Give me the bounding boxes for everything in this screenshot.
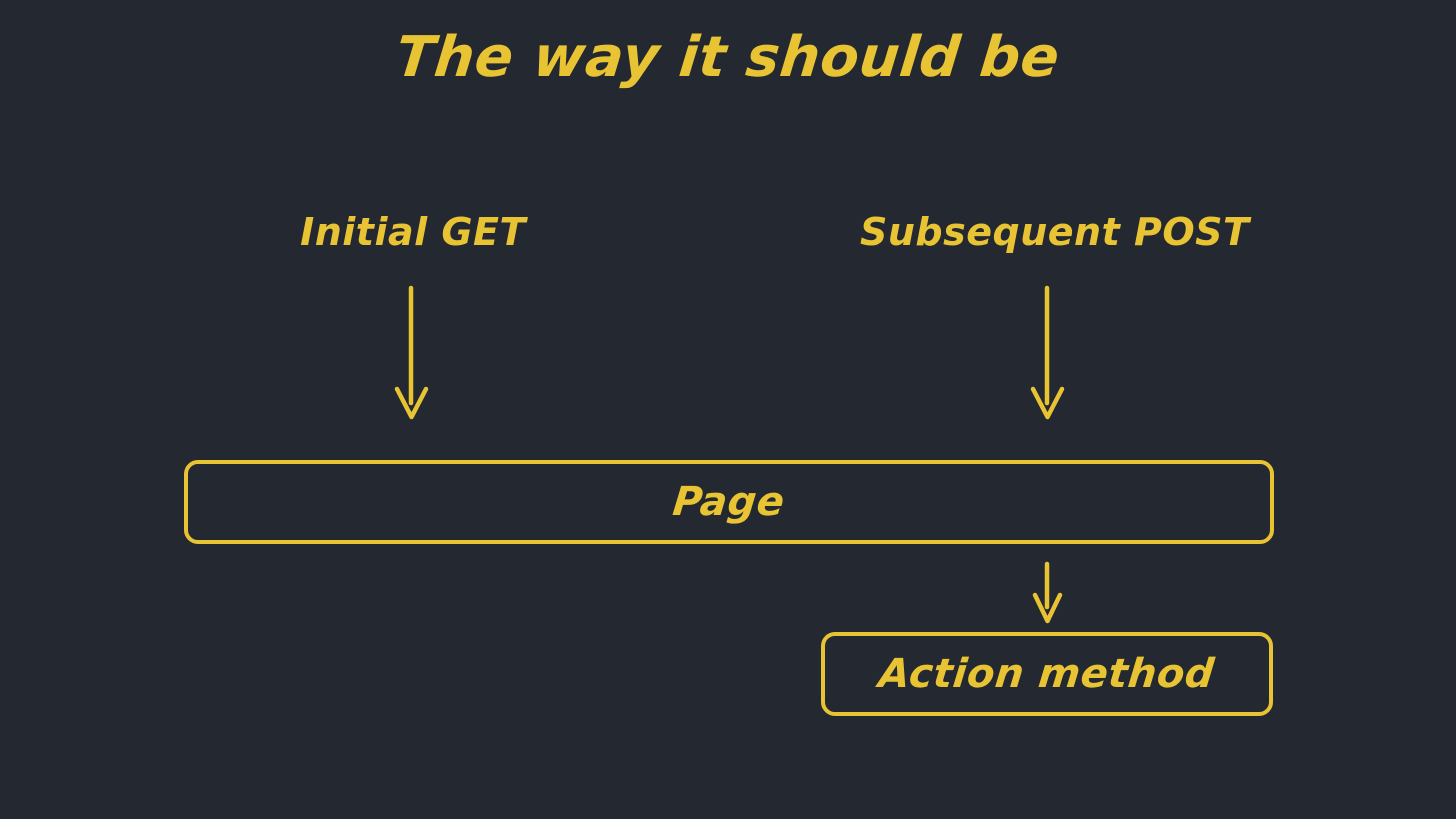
label-initial-get-text: Initial GET [300, 210, 526, 254]
arrow-down-icon-initial-get [390, 285, 434, 425]
label-subsequent-post: Subsequent POST [860, 205, 1249, 259]
node-action-method-label: Action method [876, 651, 1217, 697]
node-page-label: Page [670, 479, 788, 525]
diagram-title-text: The way it should be [393, 25, 1064, 90]
arrow-down-icon-page-to-action-method [1026, 561, 1070, 629]
node-action-method[interactable]: Action method [821, 632, 1273, 716]
page-title: The way it should be [0, 18, 1456, 98]
label-subsequent-post-text: Subsequent POST [860, 210, 1250, 254]
node-page[interactable]: Page [184, 460, 1274, 544]
arrow-down-icon-subsequent-post [1026, 285, 1070, 425]
label-initial-get: Initial GET [243, 205, 583, 259]
